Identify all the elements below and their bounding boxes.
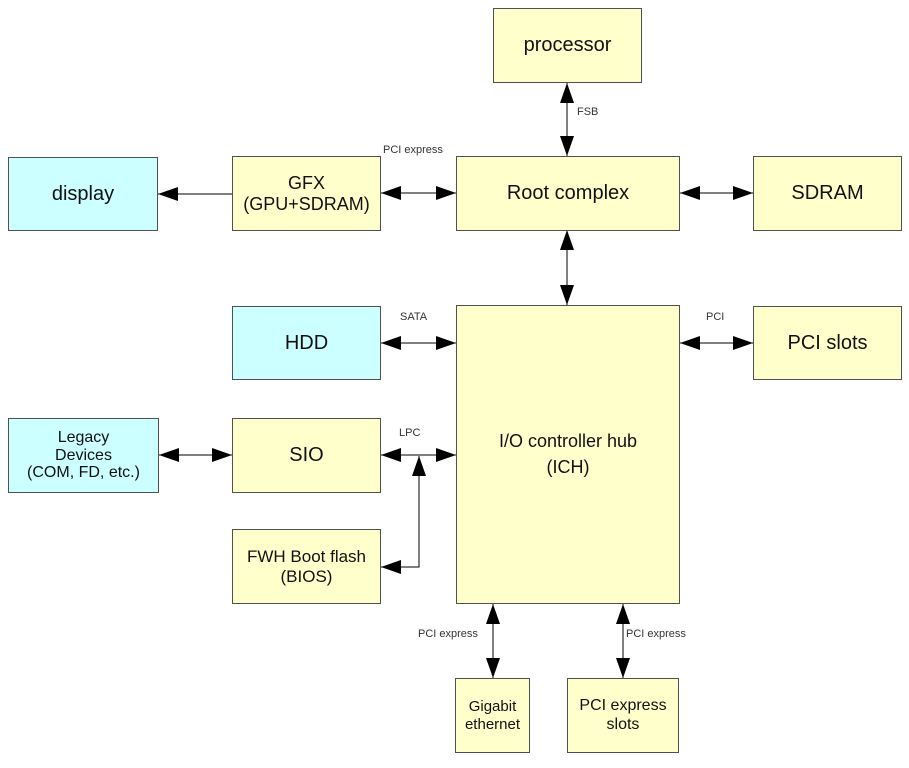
fwh-lpc-connector [381,456,426,574]
slots-pcie-label: PCI express [626,628,686,640]
fwh-boot-flash-node: FWH Boot flash (BIOS) [232,529,381,604]
pci-label: PCI [706,311,725,323]
pci-slots-node: PCI slots [753,306,902,380]
sdram-node: SDRAM [753,156,902,231]
ich-node: I/O controller hub (ICH) [456,305,680,604]
display-node: display [8,157,158,231]
pcie-slots-node: PCI express slots [567,678,679,753]
gfx-pcie-label: PCI express [383,144,443,156]
gigabit-pcie-label: PCI express [418,628,478,640]
sata-label: SATA [400,311,428,323]
gigabit-ethernet-node: Gigabit ethernet [455,678,530,753]
processor-node: processor [493,8,642,83]
fsb-label: FSB [577,106,599,118]
sio-node: SIO [232,418,381,493]
root-complex-node: Root complex [456,156,680,231]
gfx-node: GFX (GPU+SDRAM) [232,156,381,231]
lpc-label: LPC [399,427,421,439]
legacy-devices-node: Legacy Devices (COM, FD, etc.) [8,418,159,493]
hdd-node: HDD [232,306,381,380]
